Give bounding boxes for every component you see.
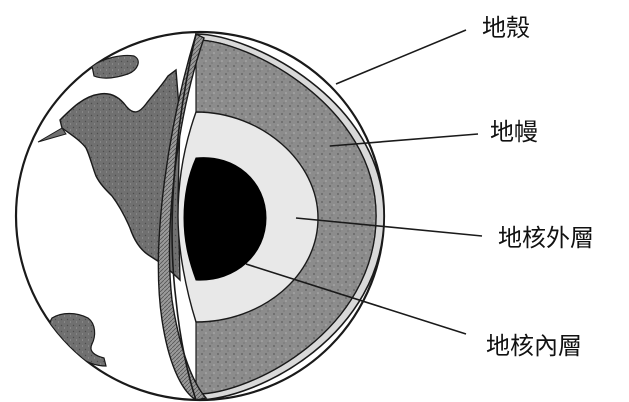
label-mantle: 地幔 — [490, 118, 538, 146]
layer-labels: 地殼 地幔 地核外層 地核內層 — [482, 14, 594, 360]
leader-line-crust — [336, 30, 466, 84]
label-outer-core: 地核外層 — [498, 224, 594, 252]
label-inner-core: 地核內層 — [486, 332, 582, 360]
label-crust: 地殼 — [482, 14, 530, 42]
